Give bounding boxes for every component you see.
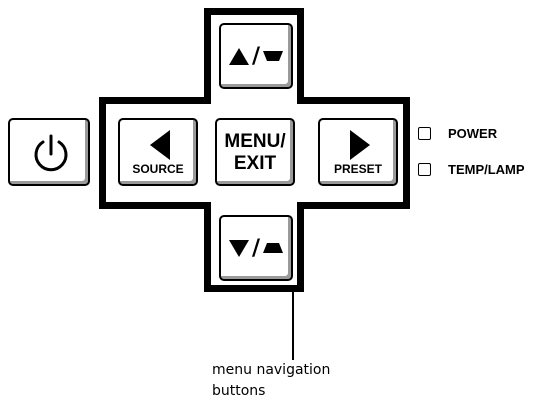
down-key-slash: / — [251, 235, 261, 261]
power-icon — [34, 134, 68, 172]
triangle-left-icon — [150, 130, 170, 160]
callout-leader-line — [292, 292, 294, 360]
source-button[interactable]: SOURCE — [118, 118, 198, 186]
up-keystone-button[interactable]: / — [219, 23, 293, 89]
triangle-down-icon — [228, 239, 249, 257]
callout-label: menu navigation buttons — [212, 360, 392, 402]
preset-button[interactable]: PRESET — [318, 118, 398, 186]
power-indicator-label: POWER — [448, 126, 498, 141]
power-indicator-light — [418, 127, 431, 140]
up-key-glyphs: / — [221, 25, 291, 87]
power-button[interactable] — [8, 118, 90, 186]
menu-exit-button[interactable]: MENU/ EXIT — [215, 118, 295, 186]
triangle-right-icon — [350, 130, 370, 160]
temp-lamp-indicator-label: TEMP/LAMP — [448, 162, 525, 177]
callout-line2: buttons — [212, 383, 266, 399]
preset-label: PRESET — [333, 162, 382, 176]
temp-lamp-indicator-light — [418, 163, 431, 176]
source-label: SOURCE — [132, 162, 184, 176]
up-key-slash: / — [251, 43, 261, 69]
menu-exit-label: MENU/ EXIT — [217, 131, 293, 175]
menu-label-line2: EXIT — [233, 153, 277, 174]
keystone-down-icon — [263, 51, 284, 61]
menu-label-line1: MENU/ — [224, 131, 286, 152]
keystone-up-icon — [263, 243, 284, 253]
callout-line1: menu navigation — [212, 362, 331, 378]
down-keystone-button[interactable]: / — [219, 215, 293, 281]
triangle-up-icon — [228, 47, 249, 65]
down-key-glyphs: / — [221, 217, 291, 279]
